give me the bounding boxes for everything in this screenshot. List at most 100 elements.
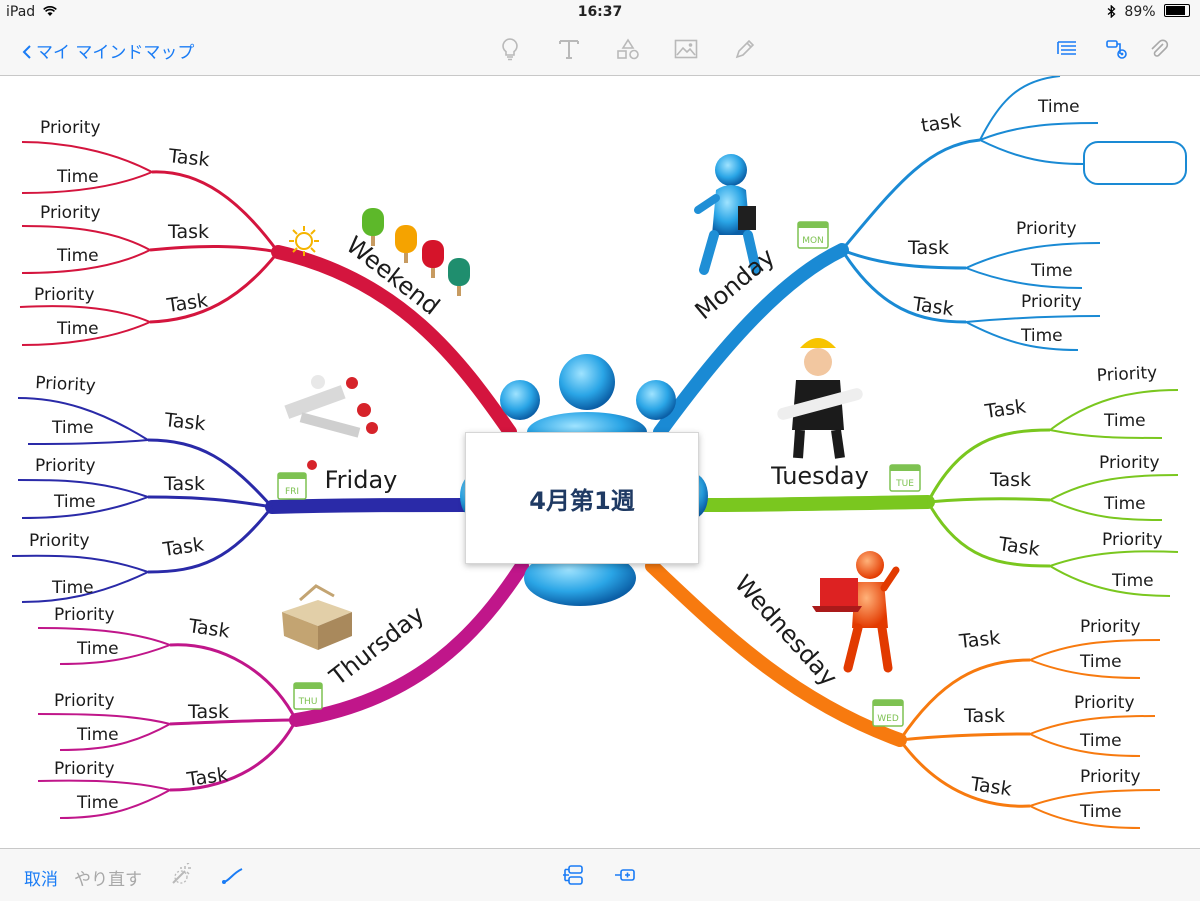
- redo-button[interactable]: やり直す: [74, 870, 142, 890]
- draw-button[interactable]: [732, 36, 758, 62]
- weekend-task-2[interactable]: Task: [167, 221, 209, 243]
- monday-priority-3[interactable]: Priority: [1021, 292, 1082, 312]
- thursday-priority-2[interactable]: Priority: [54, 691, 115, 711]
- tuesday-priority-2[interactable]: Priority: [1099, 453, 1160, 473]
- thursday-task-2[interactable]: Task: [187, 701, 229, 723]
- monday-task-1[interactable]: task: [920, 110, 963, 137]
- wifi-icon: [42, 6, 57, 16]
- weekend-priority-1[interactable]: Priority: [40, 118, 101, 138]
- central-topic[interactable]: 4月第1週: [465, 432, 699, 564]
- bottom-toolbar: 取消 やり直す: [0, 848, 1200, 901]
- monday-task-2[interactable]: Task: [907, 237, 949, 259]
- friday-time-2[interactable]: Time: [53, 492, 96, 512]
- tuesday-task-1[interactable]: Task: [983, 395, 1028, 423]
- friday-task-1[interactable]: Task: [162, 409, 206, 435]
- thursday-priority-3[interactable]: Priority: [54, 759, 115, 779]
- calendar-badge-fri: FRI: [277, 472, 307, 500]
- lightbulb-icon: [502, 38, 518, 61]
- wednesday-time-2[interactable]: Time: [1079, 731, 1122, 751]
- tuesday-priority-1[interactable]: Priority: [1096, 363, 1157, 386]
- badge-fri-text: FRI: [285, 487, 299, 497]
- tuesday-task-3[interactable]: Task: [996, 533, 1041, 561]
- friday-task-3[interactable]: Task: [161, 533, 206, 561]
- friday-time-3[interactable]: Time: [51, 578, 94, 598]
- magic-wand-button[interactable]: [168, 862, 194, 888]
- wednesday-time-1[interactable]: Time: [1079, 652, 1122, 672]
- branch-monday[interactable]: [653, 75, 1187, 439]
- thursday-priority-1[interactable]: Priority: [54, 605, 115, 625]
- businessman-figure-icon: [694, 154, 761, 275]
- settings-button[interactable]: [1104, 36, 1130, 62]
- lightbulb-button[interactable]: [497, 36, 523, 62]
- battery-icon: [1164, 4, 1190, 17]
- mind-map-canvas[interactable]: FRI THU MON TUE WED Weekend Friday Thurs…: [0, 75, 1200, 848]
- navigation-bar: マイ マインドマップ: [0, 24, 1200, 76]
- friday-time-1[interactable]: Time: [51, 418, 94, 438]
- weekend-priority-3[interactable]: Priority: [34, 285, 95, 305]
- badge-thu-text: THU: [298, 697, 318, 707]
- mind-map-svg: FRI THU MON TUE WED Weekend Friday Thurs…: [11, 75, 1187, 829]
- weekend-time-2[interactable]: Time: [56, 246, 99, 266]
- wednesday-task-3[interactable]: Task: [968, 773, 1013, 801]
- friday-priority-3[interactable]: Priority: [29, 531, 90, 551]
- badge-wed-text: WED: [877, 714, 899, 724]
- tuesday-priority-3[interactable]: Priority: [1102, 530, 1163, 550]
- branch-label-friday[interactable]: Friday: [325, 466, 398, 494]
- tuesday-time-3[interactable]: Time: [1111, 571, 1154, 591]
- badge-tue-text: TUE: [895, 479, 914, 489]
- boxes-icon: [282, 584, 352, 650]
- thursday-time-3[interactable]: Time: [76, 793, 119, 813]
- monday-time-1[interactable]: Time: [1037, 97, 1080, 117]
- branch-thursday[interactable]: [37, 559, 529, 819]
- friday-task-2[interactable]: Task: [163, 473, 205, 495]
- thursday-task-1[interactable]: Task: [186, 615, 231, 643]
- monday-time-3[interactable]: Time: [1020, 326, 1063, 346]
- thursday-time-1[interactable]: Time: [76, 639, 119, 659]
- add-child-topic-button[interactable]: [560, 862, 586, 888]
- empty-topic-box: [1083, 141, 1187, 185]
- text-button[interactable]: [556, 36, 582, 62]
- central-topic-label: 4月第1週: [529, 486, 635, 515]
- image-button[interactable]: [673, 36, 699, 62]
- weekend-time-1[interactable]: Time: [56, 167, 99, 187]
- wednesday-time-3[interactable]: Time: [1079, 802, 1122, 822]
- undo-button[interactable]: 取消: [24, 870, 58, 890]
- outline-button[interactable]: [1054, 36, 1080, 62]
- status-bar: iPad 16:37 89%: [0, 0, 1200, 24]
- wednesday-task-2[interactable]: Task: [963, 705, 1005, 727]
- tuesday-task-2[interactable]: Task: [989, 469, 1031, 491]
- thursday-time-2[interactable]: Time: [76, 725, 119, 745]
- friday-priority-2[interactable]: Priority: [35, 456, 96, 476]
- gym-figure-icon: [284, 375, 378, 470]
- attachment-button[interactable]: [1146, 36, 1172, 62]
- weekend-priority-2[interactable]: Priority: [40, 203, 101, 223]
- tuesday-time-1[interactable]: Time: [1103, 411, 1146, 431]
- branch-tuesday[interactable]: [698, 389, 1179, 597]
- friday-priority-1[interactable]: Priority: [35, 373, 96, 396]
- branch-weekend[interactable]: [19, 141, 517, 439]
- laptop-figure-icon: [812, 551, 900, 673]
- add-sibling-topic-button[interactable]: [612, 862, 638, 888]
- monday-priority-2[interactable]: Priority: [1016, 219, 1077, 239]
- calendar-badge-thu: THU: [293, 682, 323, 710]
- back-button[interactable]: マイ マインドマップ: [22, 38, 194, 63]
- tuesday-time-2[interactable]: Time: [1103, 494, 1146, 514]
- device-label: iPad: [6, 4, 57, 20]
- wednesday-priority-1[interactable]: Priority: [1080, 617, 1141, 637]
- add-sibling-icon: [615, 869, 635, 881]
- connector-button[interactable]: [220, 862, 246, 888]
- sun-icon: [289, 226, 319, 256]
- add-child-icon: [563, 865, 583, 885]
- wednesday-task-1[interactable]: Task: [957, 627, 1001, 653]
- monday-time-2[interactable]: Time: [1030, 261, 1073, 281]
- wednesday-priority-3[interactable]: Priority: [1080, 767, 1141, 787]
- weekend-time-3[interactable]: Time: [56, 319, 99, 339]
- weekend-task-1[interactable]: Task: [166, 145, 210, 171]
- chevron-left-icon: [22, 45, 31, 59]
- shapes-button[interactable]: [615, 36, 641, 62]
- branch-friday[interactable]: [11, 397, 473, 603]
- branch-label-tuesday[interactable]: Tuesday: [770, 462, 869, 490]
- thursday-task-3[interactable]: Task: [185, 763, 230, 791]
- wednesday-priority-2[interactable]: Priority: [1074, 693, 1135, 713]
- branch-wednesday[interactable]: [645, 559, 1161, 829]
